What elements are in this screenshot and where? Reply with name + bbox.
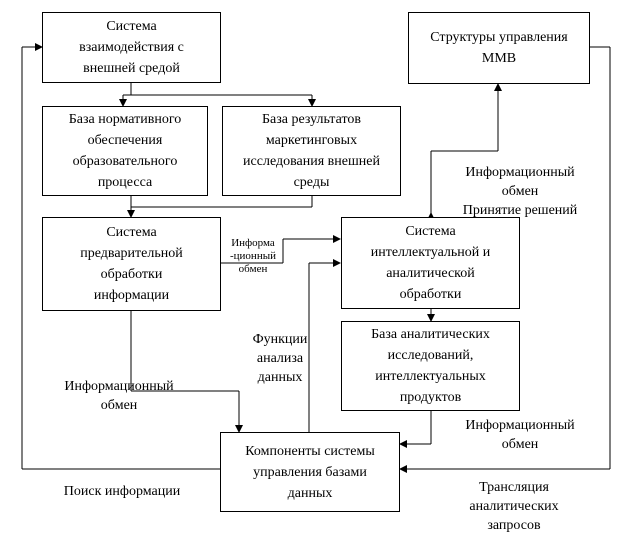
marketing-base-label: База результатов маркетинговых исследова… bbox=[243, 112, 380, 190]
info-exchange-decisions-label: Информационный обмен Принятие решений bbox=[462, 165, 578, 218]
analytics-base-box: База аналитических исследований, интелле… bbox=[341, 321, 520, 411]
info-exchange-left-label: Информационный обмен bbox=[64, 379, 174, 413]
analysis-functions-label: Функции анализа данных bbox=[252, 332, 308, 385]
info-search-label: Поиск информации bbox=[63, 484, 181, 499]
management-structures-label: Структуры управления ММВ bbox=[430, 30, 568, 66]
preprocessing-system-label: Система предварительной обработки информ… bbox=[80, 225, 183, 303]
analytics-base-label: База аналитических исследований, интелле… bbox=[371, 327, 490, 405]
management-structures-box: Структуры управления ММВ bbox=[408, 12, 590, 84]
dbms-components-label: Компоненты системы управления базами дан… bbox=[245, 443, 375, 501]
normative-base-label: База нормативного обеспечения образовате… bbox=[68, 112, 182, 190]
normative-base-box: База нормативного обеспечения образовате… bbox=[42, 106, 208, 196]
intelligent-system-box: Система интеллектуальной и аналитической… bbox=[341, 217, 520, 309]
info-exchange-right-label: Информационный обмен bbox=[465, 418, 575, 452]
preprocessing-system-box: Система предварительной обработки информ… bbox=[42, 217, 221, 311]
interaction-system-label: Система взаимодействия с внешней средой bbox=[79, 19, 184, 76]
dbms-components-box: Компоненты системы управления базами дан… bbox=[220, 432, 400, 512]
marketing-base-box: База результатов маркетинговых исследова… bbox=[222, 106, 401, 196]
intelligent-system-label: Система интеллектуальной и аналитической… bbox=[370, 224, 491, 302]
query-translation-label: Трансляция аналитических запросов bbox=[469, 480, 559, 533]
info-exchange-small-label: Информа -ционный обмен bbox=[230, 237, 276, 275]
interaction-system-box: Система взаимодействия с внешней средой bbox=[42, 12, 221, 83]
